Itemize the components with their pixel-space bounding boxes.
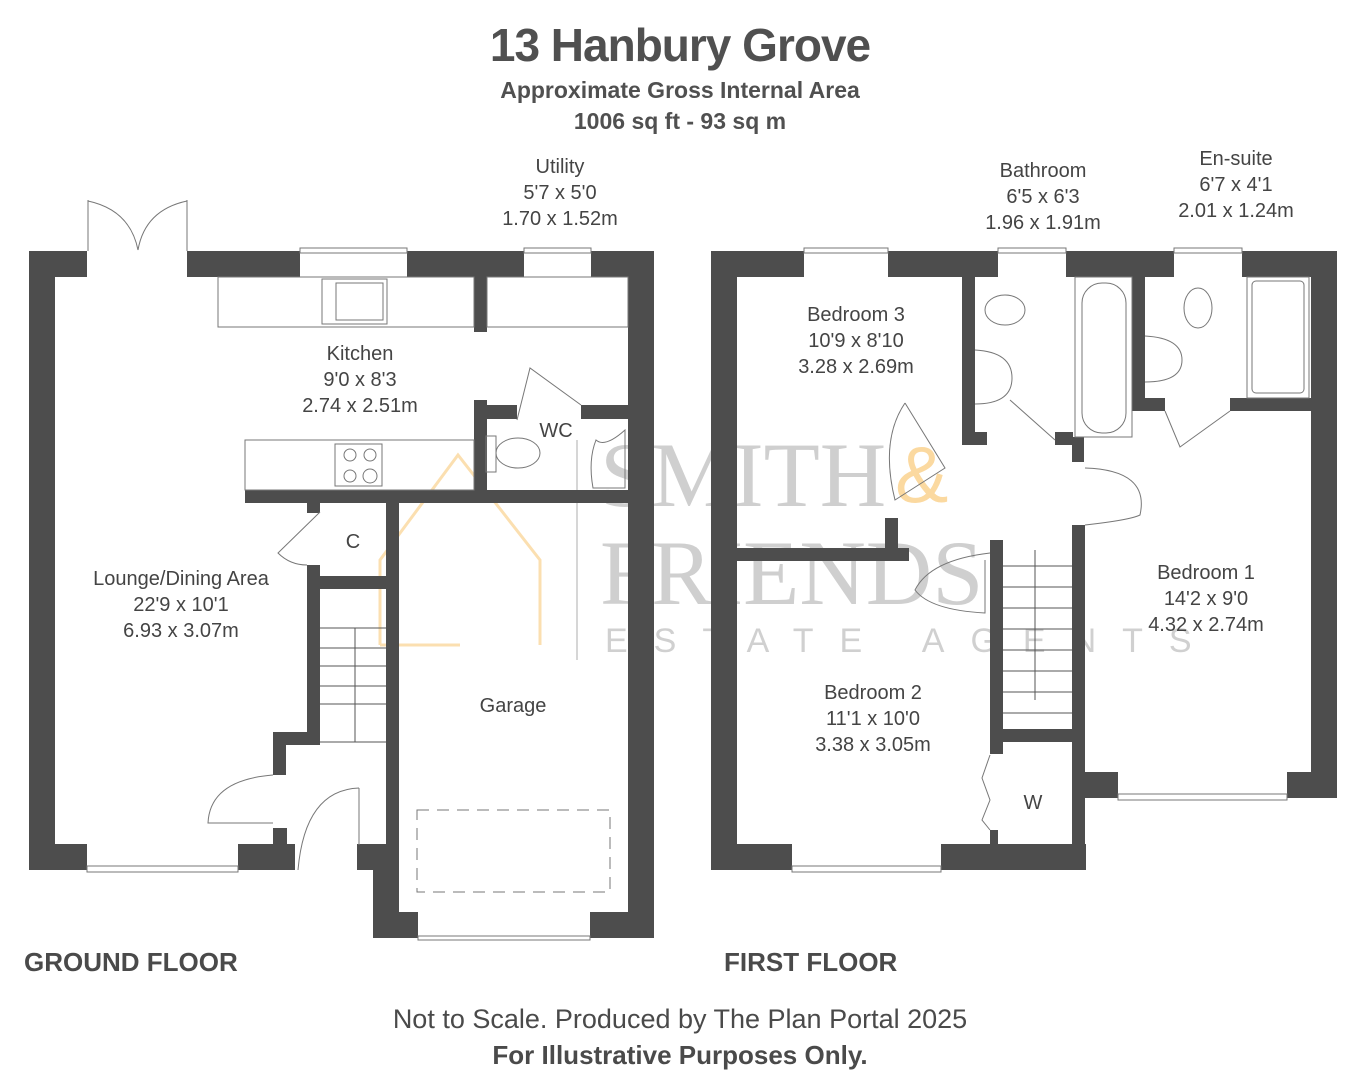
room-name: Bedroom 3 [807,304,905,326]
room-name: WC [539,420,573,442]
room-dimensions-metric: 2.01 x 1.24m [1178,200,1294,222]
room-label-wc: WC [539,418,572,444]
footer-disclaimer: For Illustrative Purposes Only. [492,1040,868,1070]
room-name: Kitchen [326,343,394,365]
room-label-kitchen: Kitchen 9'0 x 8'3 2.74 x 2.51m [302,341,418,419]
room-name: Garage [479,695,547,717]
room-dimensions-imperial: 22'9 x 10'1 [133,594,229,616]
area-value: 1006 sq ft - 93 sq m [573,108,787,134]
room-name: En-suite [1199,148,1273,170]
room-dimensions-imperial: 14'2 x 9'0 [1163,588,1249,610]
room-name: Utility [535,156,585,178]
first-floor-heading: FIRST FLOOR [724,947,898,977]
first-floor-walls [711,251,1337,870]
room-dimensions-metric: 2.74 x 2.51m [302,395,418,417]
watermark-estate-agents: ESTATE AGENTS [605,622,1218,660]
footer-note: Not to Scale. Produced by The Plan Porta… [392,1004,968,1034]
room-label-bedroom-1: Bedroom 1 14'2 x 9'0 4.32 x 2.74m [1148,560,1264,638]
watermark-ampersand: & [895,430,949,519]
room-dimensions-metric: 1.96 x 1.91m [985,212,1101,234]
room-dimensions-imperial: 6'5 x 6'3 [1006,186,1080,208]
room-label-bedroom-2: Bedroom 2 11'1 x 10'0 3.38 x 3.05m [815,680,931,758]
room-label-bathroom: Bathroom 6'5 x 6'3 1.96 x 1.91m [985,158,1101,236]
room-dimensions-imperial: 11'1 x 10'0 [825,708,920,730]
ground-floor-walls [29,251,654,938]
room-label-en-suite: En-suite 6'7 x 4'1 2.01 x 1.24m [1178,146,1294,224]
first-floor-fixtures [791,247,1310,873]
room-name: Lounge/Dining Area [93,568,269,590]
room-label-garage: Garage [480,693,547,719]
room-dimensions-imperial: 9'0 x 8'3 [323,369,397,391]
room-dimensions-imperial: 10'9 x 8'10 [808,330,904,352]
area-subtitle: Approximate Gross Internal Area [500,77,860,103]
room-name: W [1023,792,1043,814]
ground-floor-heading: GROUND FLOOR [24,947,238,977]
room-dimensions-metric: 4.32 x 2.74m [1148,614,1264,636]
room-dimensions-imperial: 6'7 x 4'1 [1199,174,1273,196]
watermark-friends: FRIENDS [600,522,984,624]
room-dimensions-metric: 6.93 x 3.07m [123,620,239,642]
room-label-lounge-dining: Lounge/Dining Area 22'9 x 10'1 6.93 x 3.… [93,566,269,644]
room-label-cupboard: C [346,529,360,555]
room-dimensions-imperial: 5'7 x 5'0 [523,182,597,204]
room-dimensions-metric: 3.28 x 2.69m [798,356,914,378]
room-label-utility: Utility 5'7 x 5'0 1.70 x 1.52m [502,154,618,232]
ground-floor-fixtures [86,200,629,941]
room-name: C [345,531,361,553]
room-name: Bedroom 1 [1157,562,1255,584]
room-name: Bedroom 2 [824,682,922,704]
room-name: Bathroom [999,160,1087,182]
property-title: 13 Hanbury Grove [489,19,871,71]
room-label-wardrobe: W [1024,790,1043,816]
room-dimensions-metric: 3.38 x 3.05m [815,734,931,756]
room-dimensions-metric: 1.70 x 1.52m [502,208,618,230]
room-label-bedroom-3: Bedroom 3 10'9 x 8'10 3.28 x 2.69m [798,302,914,380]
